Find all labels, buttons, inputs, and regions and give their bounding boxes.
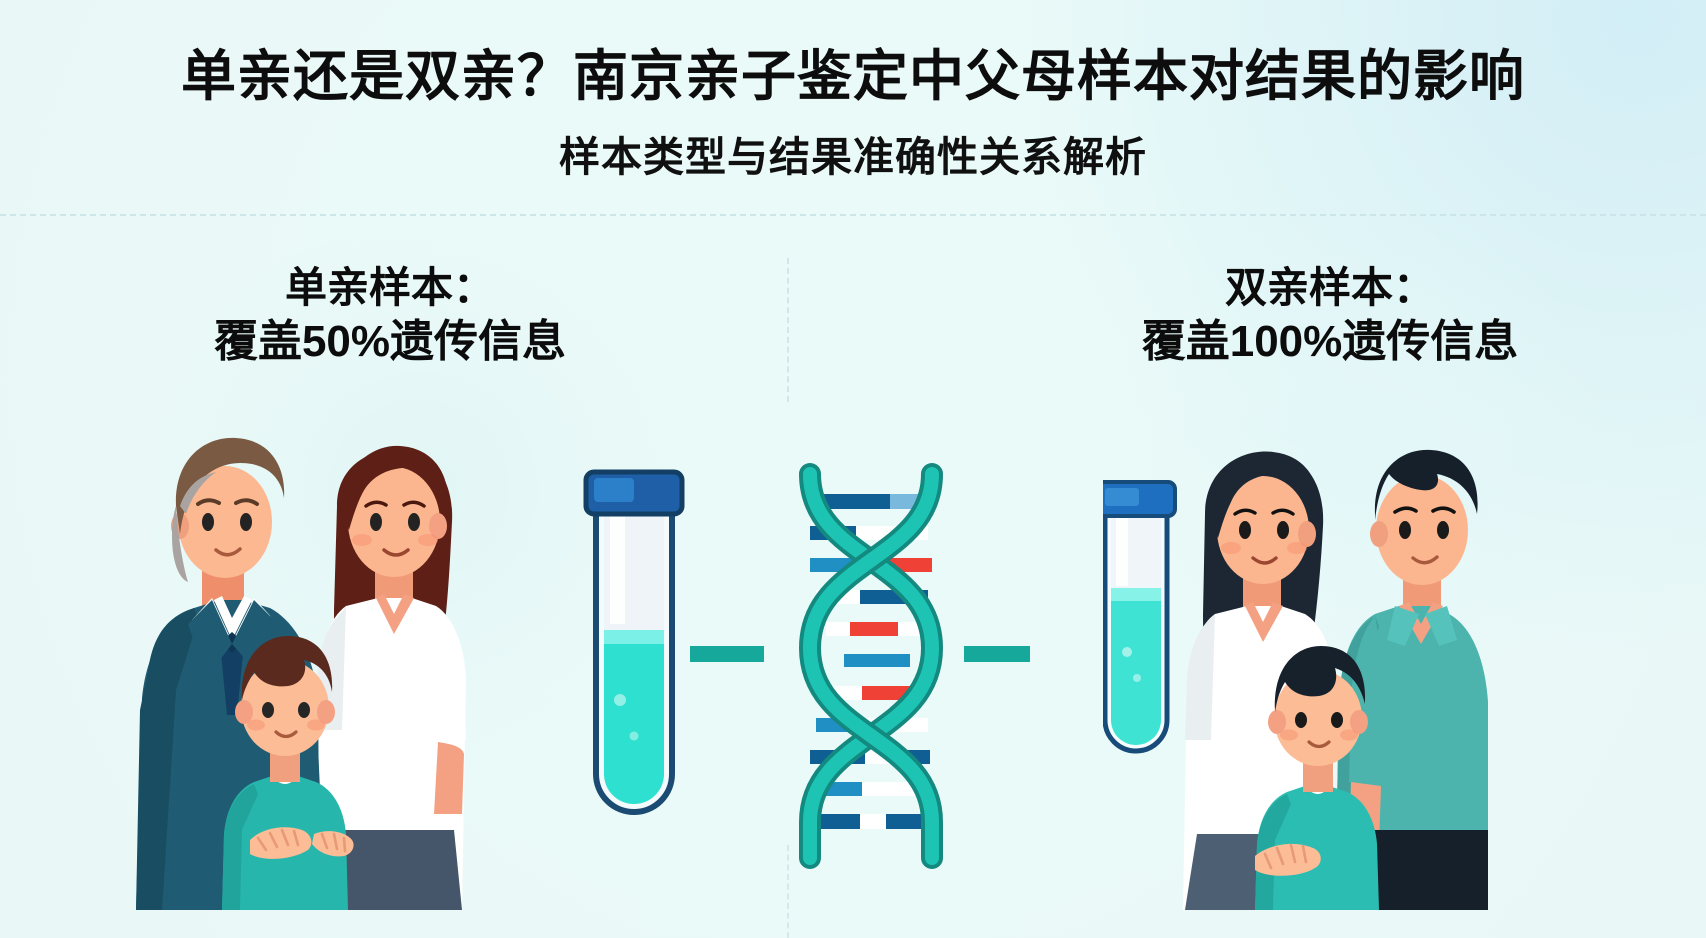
- center-divider-bottom: [787, 845, 789, 938]
- right-label-detail: 覆盖100%遗传信息: [1141, 317, 1519, 366]
- center-divider-top: [787, 258, 789, 402]
- header: 单亲还是双亲？南京亲子鉴定中父母样本对结果的影响 样本类型与结果准确性关系解析: [0, 0, 1706, 216]
- right-column-label: 双亲样本： 覆盖100%遗传信息: [990, 262, 1670, 370]
- sample-analysis-graphic: [560, 450, 1030, 870]
- left-label-heading: 单亲样本：: [284, 264, 495, 311]
- right-label-heading: 双亲样本：: [1224, 264, 1435, 311]
- left-family-illustration: [132, 410, 482, 910]
- right-family-illustration: [1103, 410, 1488, 910]
- left-label-detail: 覆盖50%遗传信息: [213, 317, 567, 366]
- left-column-label: 单亲样本： 覆盖50%遗传信息: [55, 262, 725, 370]
- illustration-band: [0, 410, 1706, 910]
- page-title: 单亲还是双亲？南京亲子鉴定中父母样本对结果的影响: [180, 45, 1525, 107]
- header-divider: [0, 214, 1706, 216]
- page-subtitle: 样本类型与结果准确性关系解析: [559, 134, 1147, 180]
